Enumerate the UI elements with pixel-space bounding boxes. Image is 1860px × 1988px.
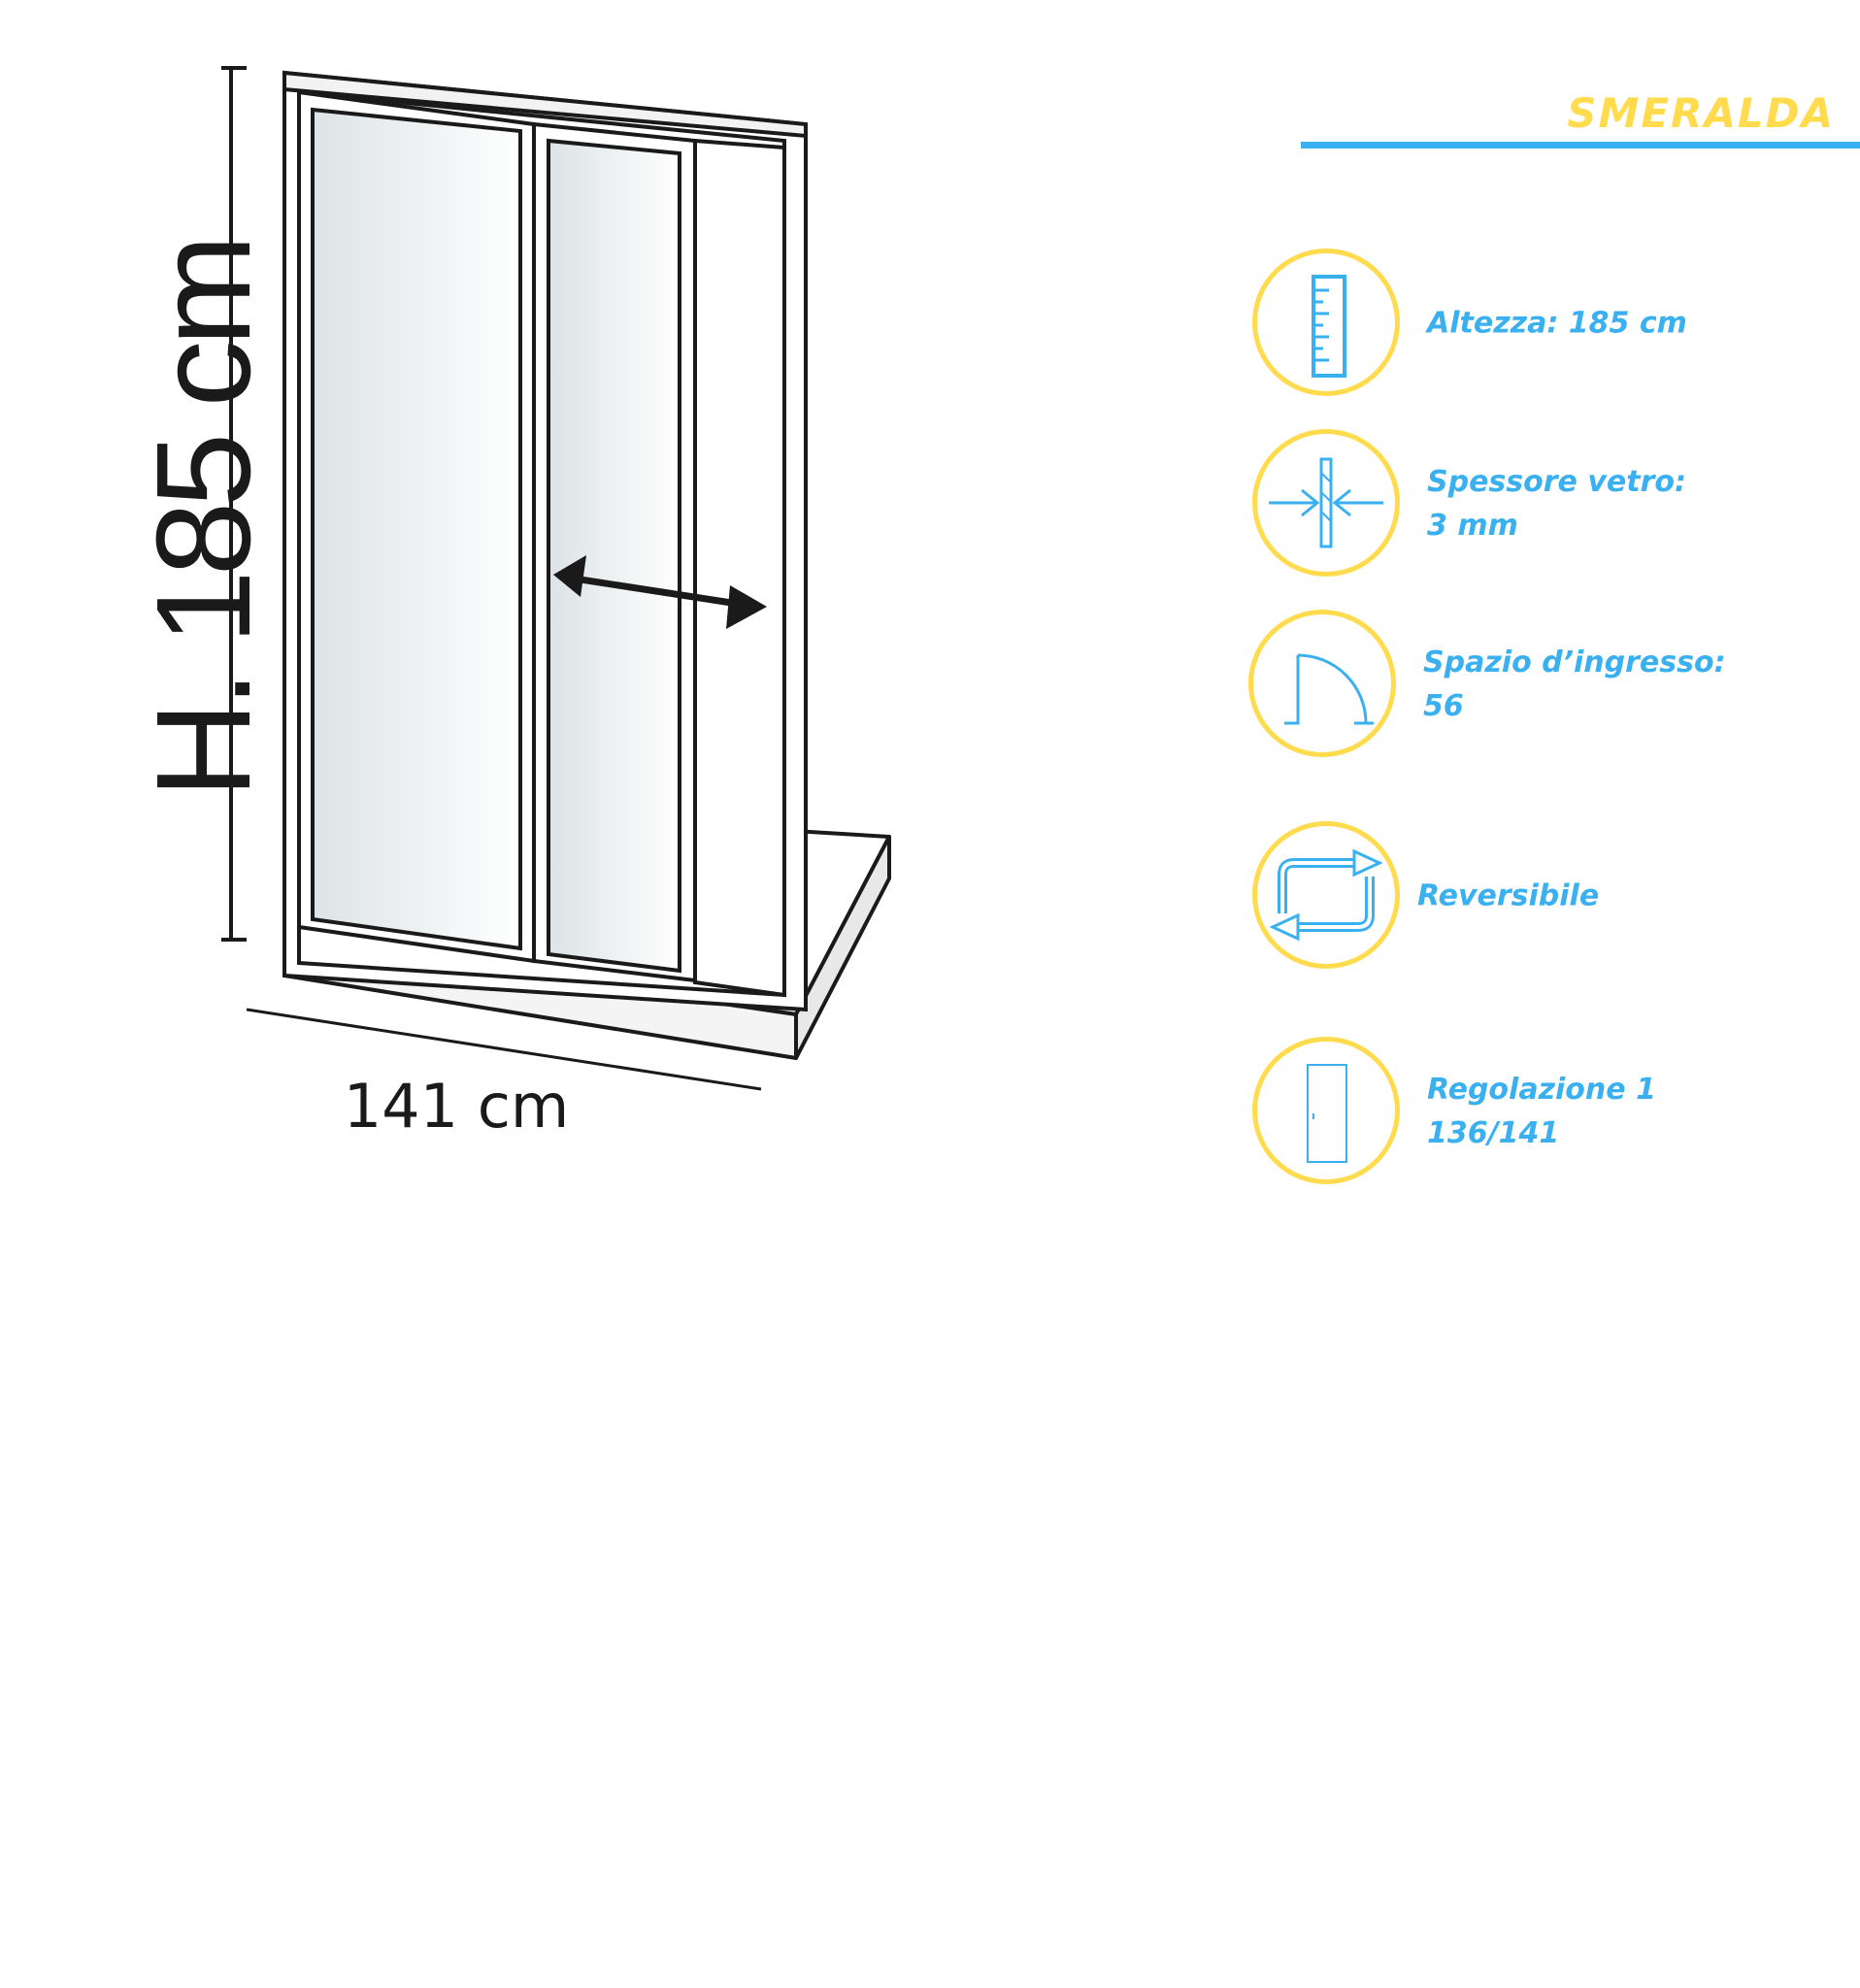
spec-glass-thickness-text: Spessore vetro: 3 mm — [1427, 460, 1686, 547]
width-dimension-label: 141 cm — [343, 1071, 570, 1142]
spec-height-line1: Altezza: 185 cm — [1427, 306, 1687, 341]
sliding-direction-arrow — [553, 555, 767, 629]
sliding-door-panel — [532, 121, 697, 983]
spec-entry-space-text: Spazio d’ingresso: 56 — [1423, 641, 1726, 728]
spec-glass-thickness-badge — [1252, 429, 1400, 577]
spec-reversible-badge — [1252, 821, 1400, 969]
left-door-panel — [297, 89, 536, 964]
spec-adjustment-text: Regolazione 1 136/141 — [1427, 1068, 1656, 1155]
spec-height-badge — [1252, 248, 1400, 396]
spec-glass-thickness-line1: Spessore vetro: — [1427, 465, 1686, 499]
fixed-side-panel — [693, 138, 786, 998]
width-dimension-line — [246, 1008, 762, 1091]
spec-entry-space-line2: 56 — [1423, 689, 1464, 723]
height-dimension-label: H. 185 cm — [129, 240, 279, 799]
spec-glass-thickness: Spessore vetro: 3 mm — [1252, 429, 1835, 594]
height-dimension-line — [221, 66, 247, 942]
door-swing-icon — [1284, 653, 1374, 725]
spec-reversible: Reversibile — [1252, 821, 1835, 986]
spec-adjustment-line2: 136/141 — [1427, 1116, 1560, 1150]
spec-height: Altezza: 185 cm — [1252, 248, 1835, 414]
shower-enclosure-drawing — [221, 66, 891, 1091]
spec-entry-space-line1: Spazio d’ingresso: — [1423, 646, 1726, 679]
spec-glass-thickness-line2: 3 mm — [1427, 509, 1518, 543]
spec-adjustment: Regolazione 1 136/141 — [1252, 1037, 1835, 1202]
spec-entry-space-badge — [1248, 610, 1396, 757]
product-name-underline — [1301, 142, 1860, 149]
glass-thickness-icon — [1269, 457, 1383, 548]
door-panel-icon — [1307, 1064, 1347, 1163]
spec-adjustment-badge — [1252, 1037, 1400, 1184]
spec-reversible-line1: Reversibile — [1417, 878, 1600, 913]
ruler-icon — [1312, 275, 1346, 378]
spec-height-text: Altezza: 185 cm — [1427, 302, 1687, 346]
reversible-arrows-icon — [1269, 848, 1383, 942]
product-name: SMERALDA — [1567, 89, 1835, 137]
spec-adjustment-line1: Regolazione 1 — [1427, 1073, 1656, 1107]
spec-entry-space: Spazio d’ingresso: 56 — [1248, 610, 1831, 775]
spec-reversible-text: Reversibile — [1417, 875, 1599, 918]
